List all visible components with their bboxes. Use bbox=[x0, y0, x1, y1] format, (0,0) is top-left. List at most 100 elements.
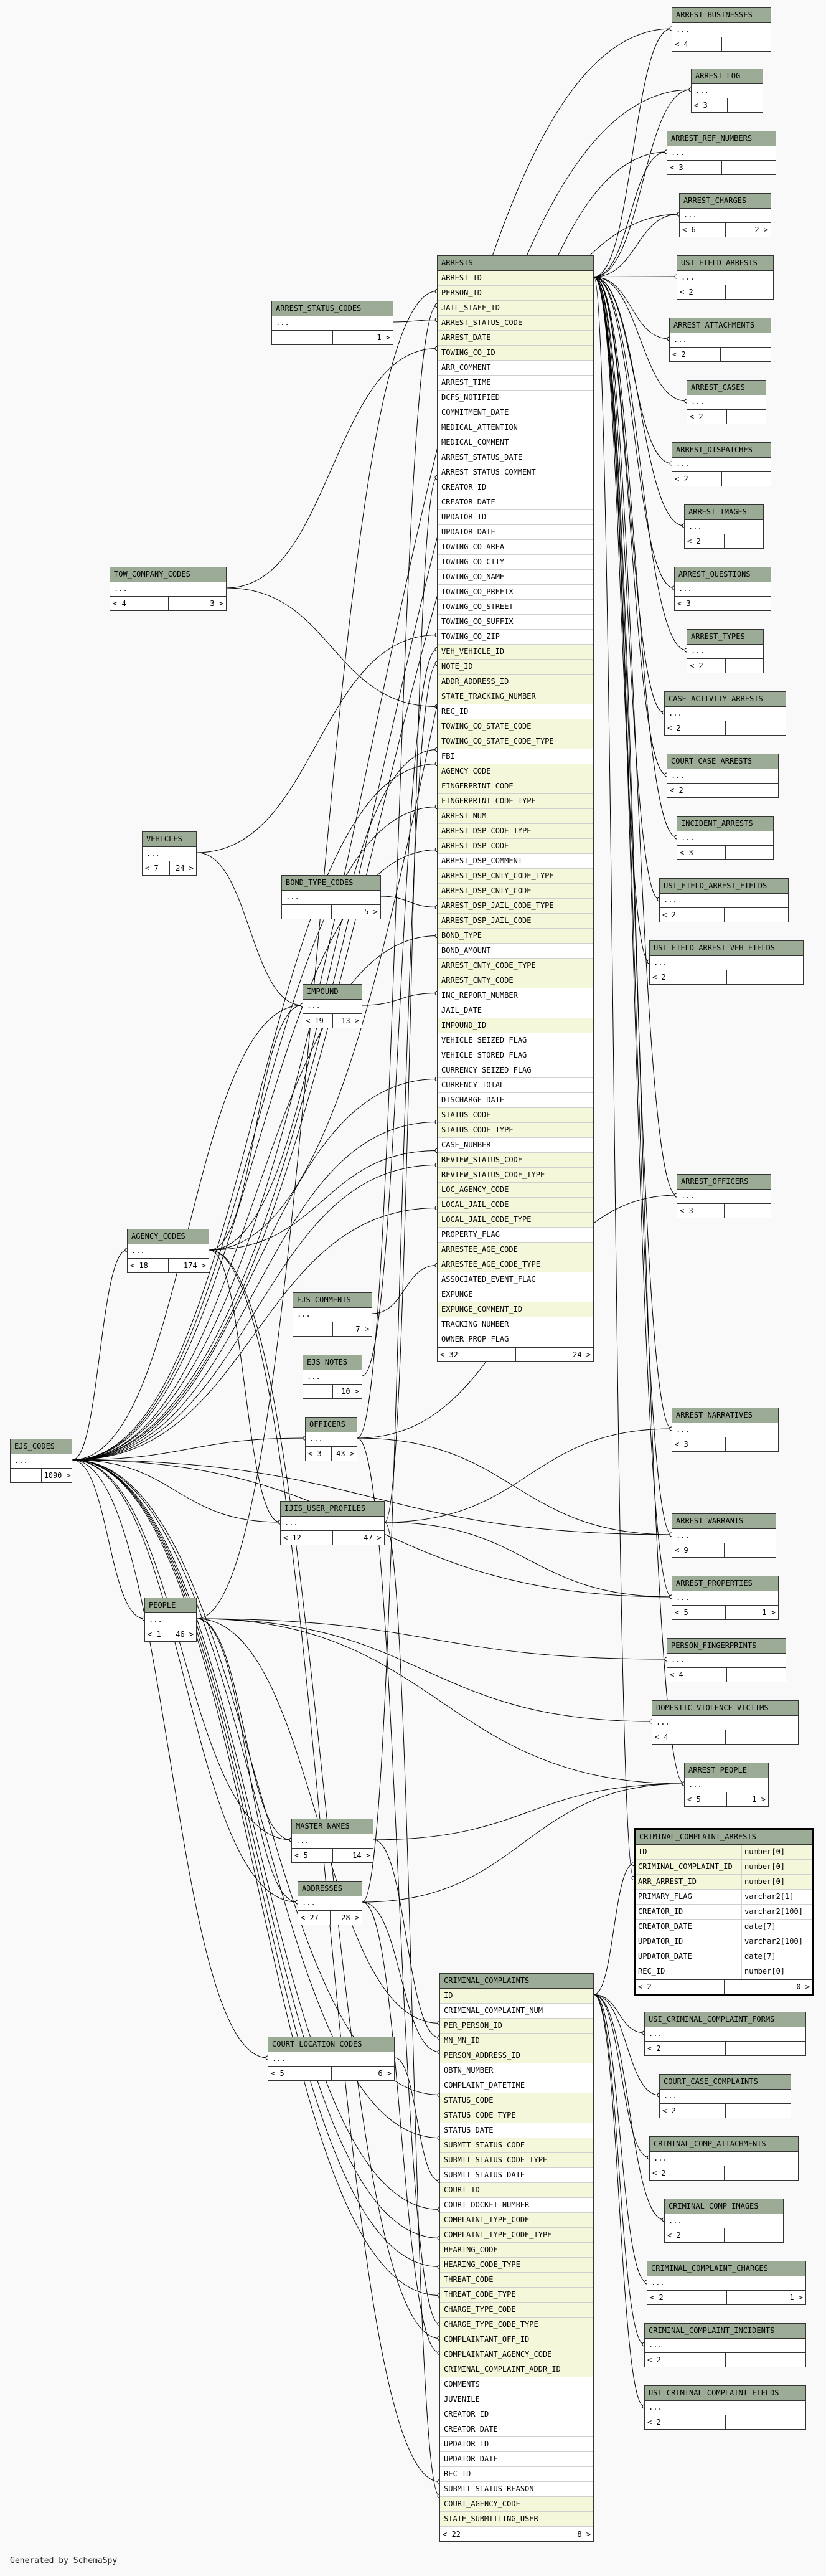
column-row[interactable]: ARREST_STATUS_CODE bbox=[438, 316, 593, 331]
column-row[interactable]: TOWING_CO_STREET bbox=[438, 600, 593, 615]
column-row[interactable]: STATUS_CODE bbox=[438, 1108, 593, 1123]
table-header[interactable]: ARREST_BUSINESSES bbox=[672, 8, 771, 23]
column-row[interactable]: ARREST_ID bbox=[438, 271, 593, 286]
table-header[interactable]: ARREST_ATTACHMENTS bbox=[670, 318, 771, 333]
column-row[interactable]: LOCAL_JAIL_CODE bbox=[438, 1198, 593, 1213]
column-row[interactable]: ARREST_DSP_CNTY_CODE_TYPE bbox=[438, 869, 593, 884]
column-row[interactable]: OWNER_PROP_FLAG bbox=[438, 1332, 593, 1347]
table-header[interactable]: DOMESTIC_VIOLENCE_VICTIMS bbox=[652, 1701, 798, 1716]
table-criminal-comp-images[interactable]: CRIMINAL_COMP_IMAGES...< 2 bbox=[664, 2199, 784, 2243]
table-header[interactable]: IJIS_USER_PROFILES bbox=[281, 1502, 384, 1517]
column-row[interactable]: EXPUNGE bbox=[438, 1287, 593, 1302]
column-row[interactable]: TOWING_CO_ZIP bbox=[438, 630, 593, 645]
table-header[interactable]: USI_FIELD_ARREST_FIELDS bbox=[660, 879, 788, 894]
column-row[interactable]: LOC_AGENCY_CODE bbox=[438, 1183, 593, 1198]
column-row[interactable]: AGENCY_CODE bbox=[438, 764, 593, 779]
table-header[interactable]: ARREST_REF_NUMBERS bbox=[667, 131, 776, 146]
column-row[interactable]: COMPLAINT_TYPE_CODE_TYPE bbox=[440, 2228, 593, 2243]
column-row[interactable]: VEH_VEHICLE_ID bbox=[438, 645, 593, 660]
table-arrest-status-codes[interactable]: ARREST_STATUS_CODES...1 > bbox=[271, 301, 393, 345]
column-row[interactable]: PERSON_ADDRESS_ID bbox=[440, 2048, 593, 2063]
table-arrest-log[interactable]: ARREST_LOG...< 3 bbox=[691, 69, 763, 113]
table-arrest-attachments[interactable]: ARREST_ATTACHMENTS...< 2 bbox=[669, 318, 771, 362]
table-arrest-questions[interactable]: ARREST_QUESTIONS...< 3 bbox=[674, 567, 771, 611]
table-usi-field-arrest-fields[interactable]: USI_FIELD_ARREST_FIELDS...< 2 bbox=[659, 878, 789, 922]
table-header[interactable]: ARREST_LOG bbox=[692, 69, 763, 84]
column-row[interactable]: ARREST_NUM bbox=[438, 809, 593, 824]
column-row[interactable]: MEDICAL_ATTENTION bbox=[438, 420, 593, 435]
column-row[interactable]: DCFS_NOTIFIED bbox=[438, 391, 593, 405]
column-row[interactable]: ID bbox=[440, 1989, 593, 2004]
column-row[interactable]: COURT_DOCKET_NUMBER bbox=[440, 2198, 593, 2213]
table-header[interactable]: IMPOUND bbox=[303, 985, 362, 1000]
column-row[interactable]: CURRENCY_SEIZED_FLAG bbox=[438, 1063, 593, 1078]
column-row[interactable]: ARRESTEE_AGE_CODE bbox=[438, 1243, 593, 1257]
column-row[interactable]: ARREST_DSP_COMMENT bbox=[438, 854, 593, 869]
table-court-case-complaints[interactable]: COURT_CASE_COMPLAINTS...< 2 bbox=[659, 2074, 791, 2118]
table-header[interactable]: AGENCY_CODES bbox=[128, 1229, 209, 1244]
column-row[interactable]: ARREST_DSP_CODE bbox=[438, 839, 593, 854]
table-header[interactable]: INCIDENT_ARRESTS bbox=[677, 817, 773, 831]
table-usi-field-arrest-veh-fields[interactable]: USI_FIELD_ARREST_VEH_FIELDS...< 2 bbox=[649, 940, 804, 985]
column-row[interactable]: COMMITMENT_DATE bbox=[438, 405, 593, 420]
column-row[interactable]: STATE_TRACKING_NUMBER bbox=[438, 689, 593, 704]
column-row[interactable]: TOWING_CO_CITY bbox=[438, 555, 593, 570]
table-header[interactable]: CRIMINAL_COMP_ATTACHMENTS bbox=[650, 2137, 798, 2152]
table-header[interactable]: ARREST_QUESTIONS bbox=[675, 567, 771, 582]
column-row[interactable]: STATUS_CODE_TYPE bbox=[440, 2108, 593, 2123]
column-row[interactable]: IMPOUND_ID bbox=[438, 1018, 593, 1033]
table-header[interactable]: ARREST_CHARGES bbox=[680, 194, 771, 209]
table-header[interactable]: ARREST_OFFICERS bbox=[677, 1175, 771, 1190]
table-arrest-officers[interactable]: ARREST_OFFICERS...< 3 bbox=[677, 1174, 771, 1218]
column-row[interactable]: TOWING_CO_NAME bbox=[438, 570, 593, 585]
column-row[interactable]: FINGERPRINT_CODE_TYPE bbox=[438, 794, 593, 809]
table-domestic-violence-victims[interactable]: DOMESTIC_VIOLENCE_VICTIMS...< 4 bbox=[652, 1700, 799, 1745]
column-row[interactable]: COURT_ID bbox=[440, 2183, 593, 2198]
column-row[interactable]: PERSON_ID bbox=[438, 286, 593, 301]
column-row[interactable]: DISCHARGE_DATE bbox=[438, 1093, 593, 1108]
column-row[interactable]: COMPLAINTANT_AGENCY_CODE bbox=[440, 2347, 593, 2362]
column-row[interactable]: TRACKING_NUMBER bbox=[438, 1317, 593, 1332]
column-row[interactable]: CRIMINAL_COMPLAINT_ADDR_ID bbox=[440, 2362, 593, 2377]
table-header[interactable]: COURT_CASE_COMPLAINTS bbox=[660, 2075, 791, 2090]
column-row[interactable]: COMPLAINTANT_OFF_ID bbox=[440, 2332, 593, 2347]
column-row[interactable]: TOWING_CO_AREA bbox=[438, 540, 593, 555]
column-row[interactable]: UPDATOR_ID bbox=[440, 2437, 593, 2452]
table-header[interactable]: ARREST_PEOPLE bbox=[685, 1763, 768, 1778]
column-row[interactable]: TOWING_CO_SUFFIX bbox=[438, 615, 593, 630]
column-row[interactable]: MN_MN_ID bbox=[440, 2034, 593, 2048]
table-arrest-cases[interactable]: ARREST_CASES...< 2 bbox=[687, 380, 766, 424]
table-arrest-dispatches[interactable]: ARREST_DISPATCHES...< 2 bbox=[672, 442, 771, 486]
column-row[interactable]: COMPLAINT_TYPE_CODE bbox=[440, 2213, 593, 2228]
table-arrest-narratives[interactable]: ARREST_NARRATIVES...< 3 bbox=[672, 1408, 779, 1452]
table-header[interactable]: ARREST_PROPERTIES bbox=[672, 1576, 778, 1591]
column-row[interactable]: REC_ID bbox=[438, 704, 593, 719]
column-row[interactable]: CHARGE_TYPE_CODE_TYPE bbox=[440, 2318, 593, 2332]
table-header[interactable]: EJS_CODES bbox=[11, 1439, 72, 1454]
table-bond-type-codes[interactable]: BOND_TYPE_CODES...5 > bbox=[281, 875, 381, 919]
column-row[interactable]: TOWING_CO_STATE_CODE bbox=[438, 719, 593, 734]
table-header[interactable]: USI_CRIMINAL_COMPLAINT_FORMS bbox=[645, 2012, 805, 2027]
column-row[interactable]: ARREST_DSP_JAIL_CODE_TYPE bbox=[438, 899, 593, 914]
column-row[interactable]: LOCAL_JAIL_CODE_TYPE bbox=[438, 1213, 593, 1228]
table-header[interactable]: CRIMINAL_COMP_IMAGES bbox=[665, 2199, 783, 2214]
table-header[interactable]: CRIMINAL_COMPLAINT_INCIDENTS bbox=[645, 2324, 805, 2339]
table-case-activity-arrests[interactable]: CASE_ACTIVITY_ARRESTS...< 2 bbox=[664, 691, 786, 736]
table-header[interactable]: USI_FIELD_ARREST_VEH_FIELDS bbox=[650, 941, 803, 956]
table-usi-field-arrests[interactable]: USI_FIELD_ARRESTS...< 2 bbox=[677, 255, 774, 300]
table-header[interactable]: CASE_ACTIVITY_ARRESTS bbox=[665, 692, 786, 707]
column-row[interactable]: EXPUNGE_COMMENT_ID bbox=[438, 1302, 593, 1317]
